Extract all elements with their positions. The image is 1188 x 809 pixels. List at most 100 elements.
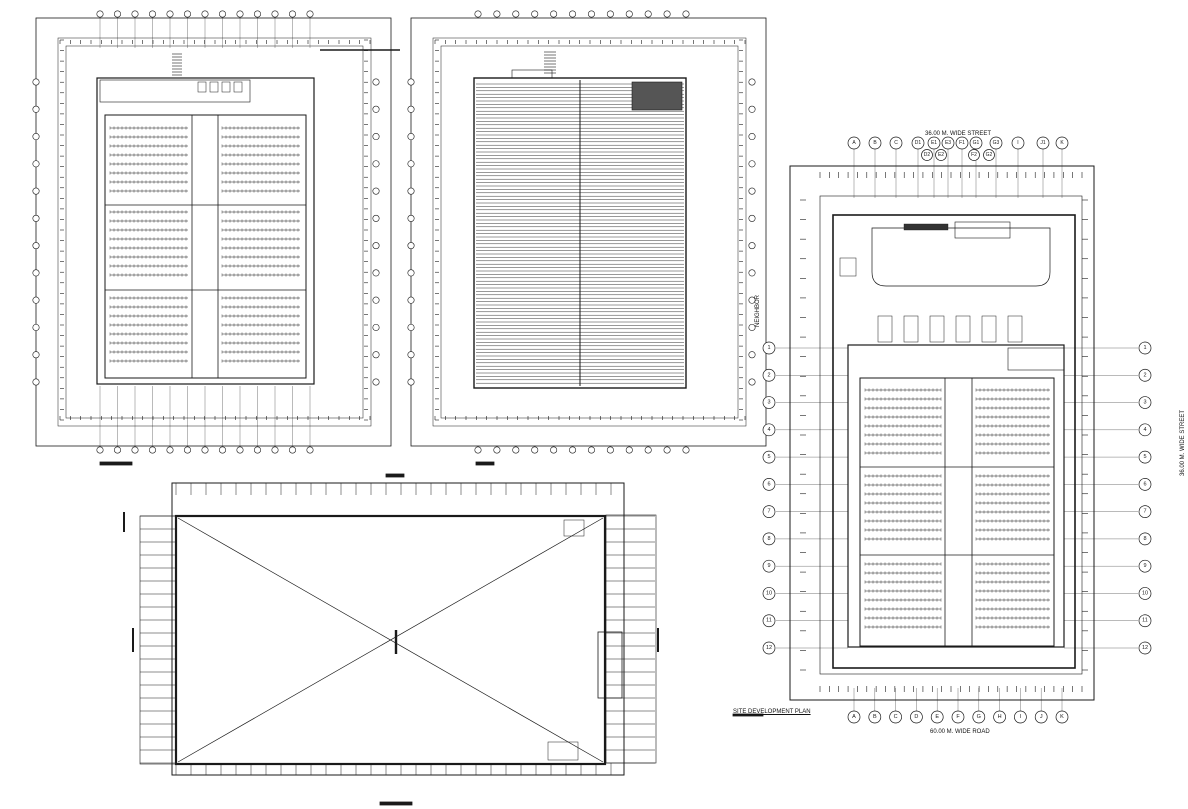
grid-bubble-right-label: 1	[1143, 345, 1146, 351]
grid-bubble	[748, 323, 756, 331]
grid-bubble-bottom-label: D	[914, 714, 918, 720]
grid-bubble-right	[1138, 532, 1152, 546]
grid-bubble-top-label: G2	[986, 152, 993, 158]
site-boundary	[789, 165, 1095, 701]
grid-bubble-right-label: 10	[1142, 590, 1148, 596]
grid-bubble	[569, 446, 577, 454]
street-top-label: 36.00 M. WIDE STREET	[925, 131, 992, 137]
grid-bubble	[663, 10, 671, 18]
grid-bubble	[512, 446, 520, 454]
grid-bubble	[184, 446, 192, 454]
lift-box	[221, 81, 231, 93]
grid-bubble	[184, 10, 192, 18]
grid-bubble-top	[935, 149, 947, 161]
grid-bubble	[372, 242, 380, 250]
grid-bubble	[625, 446, 633, 454]
site-development-plan	[732, 165, 1095, 717]
left-edge-strip	[139, 515, 177, 765]
grid-bubble-top	[983, 149, 995, 161]
grid-bubble-left-label: 8	[767, 536, 770, 542]
grid-bubble	[407, 187, 415, 195]
grid-bubble	[372, 105, 380, 113]
grid-bubble-right	[1138, 559, 1152, 573]
grid-bubble	[407, 78, 415, 86]
grid-bubble	[474, 10, 482, 18]
grid-bubble-left-label: 2	[767, 372, 770, 378]
lift-box	[197, 81, 207, 93]
plan-title-bar	[99, 461, 133, 466]
grid-bubble	[474, 446, 482, 454]
grid-bubble	[748, 296, 756, 304]
right-edge-strip	[605, 514, 657, 764]
grid-bubble	[407, 214, 415, 222]
grid-bubble-left	[762, 505, 776, 518]
grid-bubble-right-label: 5	[1143, 454, 1146, 460]
grid-bubble-right	[1138, 341, 1152, 355]
lift-box	[233, 81, 243, 93]
grid-bubble-left-label: 11	[766, 618, 772, 624]
stair-head	[511, 69, 553, 79]
grid-bubble	[32, 187, 40, 195]
grid-bubble	[372, 133, 380, 141]
parking-hall	[104, 114, 307, 379]
grid-bubble	[407, 378, 415, 386]
grid-bubble-top-label: G1	[973, 140, 980, 146]
grid-bubble	[131, 446, 139, 454]
grid-bubble	[236, 446, 244, 454]
grid-bubble-left-label: 12	[766, 645, 772, 651]
grid-bubble	[149, 10, 157, 18]
ramp-unit	[903, 315, 919, 343]
grid-bubble	[372, 78, 380, 86]
grid-bubble	[32, 242, 40, 250]
grid-bubble	[407, 351, 415, 359]
grid-bubble	[372, 296, 380, 304]
grid-bubble-left	[762, 423, 776, 437]
grid-bubble-bottom-label: A	[852, 714, 856, 720]
grid-bubble-top-label: B	[873, 140, 877, 146]
grid-bubble-left	[762, 559, 776, 573]
grid-bubble-right	[1138, 368, 1152, 382]
grid-bubble	[201, 10, 209, 18]
grid-bubble	[493, 10, 501, 18]
grid-bubble	[166, 446, 174, 454]
plan-title-bar	[732, 713, 764, 717]
grid-bubble	[407, 105, 415, 113]
grid-bubble-right	[1138, 587, 1152, 600]
grid-bubble-top-label: E3	[945, 140, 951, 146]
roof-hatch	[631, 81, 683, 111]
grid-bubble	[748, 78, 756, 86]
grid-bubble	[96, 446, 104, 454]
grid-bubble-top-label: C	[894, 140, 898, 146]
grid-bubble-bottom-label: I	[1020, 714, 1022, 720]
grid-bubble	[748, 133, 756, 141]
grid-bubble	[587, 10, 595, 18]
grid-bubble	[407, 242, 415, 250]
grid-bubble-right	[1138, 505, 1152, 518]
grid-bubble-bottom-label: J	[1040, 714, 1043, 720]
road-bottom-label: 60.00 M. WIDE ROAD	[930, 729, 990, 735]
grid-bubble-right-label: 2	[1143, 372, 1146, 378]
ramp-unit	[929, 315, 945, 343]
grid-bubble	[372, 378, 380, 386]
grid-bubble-bottom-label: C	[894, 714, 898, 720]
grid-bubble-bottom-label: H	[998, 714, 1002, 720]
grid-bubble	[219, 10, 227, 18]
parking-hall	[859, 377, 1055, 647]
grid-bubble	[254, 10, 262, 18]
grid-bubble	[32, 269, 40, 277]
office-room	[1007, 347, 1065, 371]
grid-bubble	[748, 160, 756, 168]
grid-bubble-right-label: 6	[1143, 481, 1146, 487]
grid-bubble	[748, 378, 756, 386]
grid-bubble-right-label: 12	[1142, 645, 1148, 651]
site-plan-title: SITE DEVELOPMENT PLAN	[733, 709, 811, 715]
grid-bubble-left	[762, 396, 776, 409]
grid-bubble	[550, 10, 558, 18]
fence-line	[440, 45, 739, 419]
grid-bubble	[748, 214, 756, 222]
grid-bubble	[748, 105, 756, 113]
grid-bubble-left	[762, 614, 776, 628]
grid-bubble-top-label: E2	[938, 152, 944, 158]
entrance-block	[99, 79, 251, 103]
